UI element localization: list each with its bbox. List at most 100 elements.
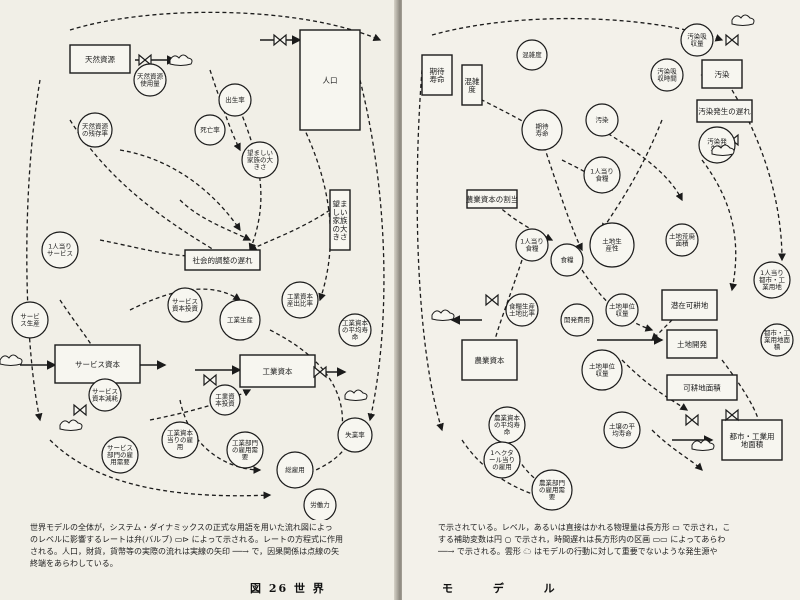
level-box-arable-land (666, 374, 738, 401)
valve-service-depreciation (73, 403, 87, 417)
node-label-capital-output-ratio: 工業資本産出比率 (287, 291, 314, 307)
node-label-life-expectancy: 期待寿命 (536, 121, 550, 137)
aux-circle-food-capita-2 (515, 228, 549, 262)
node-label-potential-land: 潜在可耕地 (671, 300, 709, 310)
valve-resource-use (138, 53, 152, 67)
aux-circle-life-expectancy (521, 109, 563, 151)
node-label-pollution-effect: 汚染 (596, 115, 610, 124)
node-label-service-per-capita: 1人当りサービス (47, 241, 73, 257)
node-label-death-rate: 死亡率 (200, 125, 220, 134)
causal-link-4 (239, 109, 262, 252)
node-label-capital-lifetime: 工業資本の平均寿命 (342, 318, 369, 341)
node-label-service-output: サービス生産 (20, 311, 40, 327)
node-label-agri-lifetime: 農業資本の平均寿命 (494, 413, 521, 436)
level-box-potential-land (661, 289, 718, 321)
aux-circle-capital-output-ratio (281, 281, 319, 319)
aux-circle-food-per-capita (583, 156, 621, 194)
level-box-population (299, 29, 361, 131)
caption-line: する補助変数は円 ○ で示され，時間遅れは長方形内の区画 ▭▭ によってあらわ (438, 535, 726, 544)
causal-link-12 (359, 79, 385, 422)
causal-link-15 (248, 209, 331, 251)
causal-link-16 (149, 389, 252, 421)
level-box-natural-resources (69, 44, 131, 74)
cloud-r1 (731, 14, 755, 26)
causal-link-9 (179, 399, 262, 474)
node-label-service-jobs: サービス部門の雇用需要 (107, 443, 134, 466)
causal-link-0 (431, 17, 724, 42)
aux-circle-urban-need (760, 323, 794, 357)
cloud-r4 (691, 439, 715, 451)
level-box-social-adjustment (184, 249, 261, 271)
causal-link-17 (179, 199, 252, 241)
aux-circle-service-invest (167, 287, 203, 323)
node-label-land-removal-aux: 土地荒廃面積 (669, 231, 696, 247)
node-label-urban-need: 都市・工業用地面積 (764, 328, 791, 351)
causal-link-13 (651, 429, 703, 471)
level-box-agri-share (466, 189, 518, 209)
node-label-service-capital: サービス資本 (75, 359, 120, 369)
aux-circle-land-removal-aux (665, 223, 699, 257)
cloud-r3 (431, 309, 455, 321)
valve-population-change (273, 33, 287, 47)
aux-circle-resource-use (133, 63, 167, 97)
caption-line: のレベルに影響するレートは弁(バルブ) ▭⊳ によって示される。レートの方程式に… (30, 535, 343, 544)
aux-circle-agri-jobs (531, 469, 573, 511)
node-label-land-fertility: 土地生産性 (602, 236, 622, 252)
caption-line: ──→ で示される。雲形 ☁ はモデルの行動に対して重要でないような発生源や (438, 547, 718, 556)
node-label-natural-resources: 天然資源 (85, 54, 115, 64)
node-label-industrial-invest-aux: 工業資本投資 (215, 391, 235, 407)
aux-circle-land-yield (605, 293, 639, 327)
level-box-urban-land (721, 419, 783, 461)
figure-label-left: 図 26 世 界 (250, 582, 326, 595)
aux-circle-industrial-output (219, 299, 261, 341)
aux-circle-total-jobs (276, 451, 314, 489)
node-label-pollution: 汚染 (715, 69, 730, 79)
aux-circle-food (550, 243, 584, 277)
node-label-jobs-per-hectare: 1ヘクタール当りの雇用 (489, 448, 515, 471)
aux-circle-cultivation-cost (560, 303, 594, 337)
aux-circle-service-jobs (101, 436, 139, 474)
right-page: 汚染汚染発生の遅れ農業資本潜在可耕地土地開発可耕地面積都市・工業用地面積混雑度期… (402, 0, 800, 600)
node-label-urban-per-capita: 1人当り都市・工業用地 (759, 268, 786, 291)
aux-circle-labor-force (303, 488, 337, 520)
node-label-agri-capital: 農業資本 (475, 355, 505, 365)
causal-link-1 (416, 69, 444, 432)
aux-circle-service-output (11, 301, 49, 339)
node-label-service-invest: サービス資本投資 (172, 296, 199, 312)
node-label-life-box: 期待寿命 (430, 66, 445, 84)
node-label-cultivation-cost: 開発費用 (564, 315, 590, 324)
node-label-desired-family: 望ましい家族の大きさ (247, 148, 274, 171)
causal-link-3 (119, 149, 241, 232)
valve-industrial-invest (203, 373, 217, 387)
node-label-pollution-absorption: 汚染吸収量 (687, 31, 707, 47)
causal-link-11 (501, 419, 554, 491)
aux-circle-industrial-invest-aux (209, 384, 241, 416)
aux-circle-pollution-effect (585, 103, 619, 137)
cloud-l3 (59, 419, 83, 431)
node-label-land-yield-2: 土地単位収量 (589, 361, 616, 377)
left-caption: 世界モデルの全体が，システム・ダイナミックスの正式な用語を用いた流れ図によっ の… (30, 522, 380, 570)
node-label-industrial-output: 工業生産 (227, 315, 254, 324)
aux-circle-resource-remaining (77, 112, 113, 148)
node-label-population: 人口 (323, 76, 338, 85)
node-label-agri-jobs: 農業部門の雇用需要 (539, 478, 566, 501)
causal-link-13 (209, 69, 241, 152)
level-box-service-capital (54, 344, 141, 384)
left-flow-diagram: 天然資源人口サービス資本工業資本社会的調整の遅れ望ましい家族の大きさ天然資源使用… (0, 11, 385, 520)
node-label-food-per-capita: 1人当り食糧 (590, 166, 614, 182)
node-label-pollution-delay: 汚染発生の遅れ (698, 106, 751, 116)
node-label-family-size: 望ましい家族の大きさ (333, 199, 348, 242)
figure-label-right: モ デ ル (442, 582, 573, 595)
valve-land-removal (685, 413, 699, 427)
node-label-resource-remaining: 天然資源の残存率 (82, 121, 109, 137)
level-box-family-size (329, 189, 351, 251)
aux-circle-service-per-capita (41, 231, 79, 269)
cloud-l2 (0, 354, 23, 366)
valve-industrial-depreciation (313, 365, 327, 379)
node-label-unemployment: 失業率 (345, 430, 365, 439)
node-label-service-depreciation: サービス資本減耗 (92, 386, 119, 402)
node-label-land-development: 土地開発 (677, 339, 707, 349)
causal-link-3 (541, 139, 583, 252)
causal-link-7 (129, 288, 242, 311)
cloud-l1 (169, 54, 193, 66)
